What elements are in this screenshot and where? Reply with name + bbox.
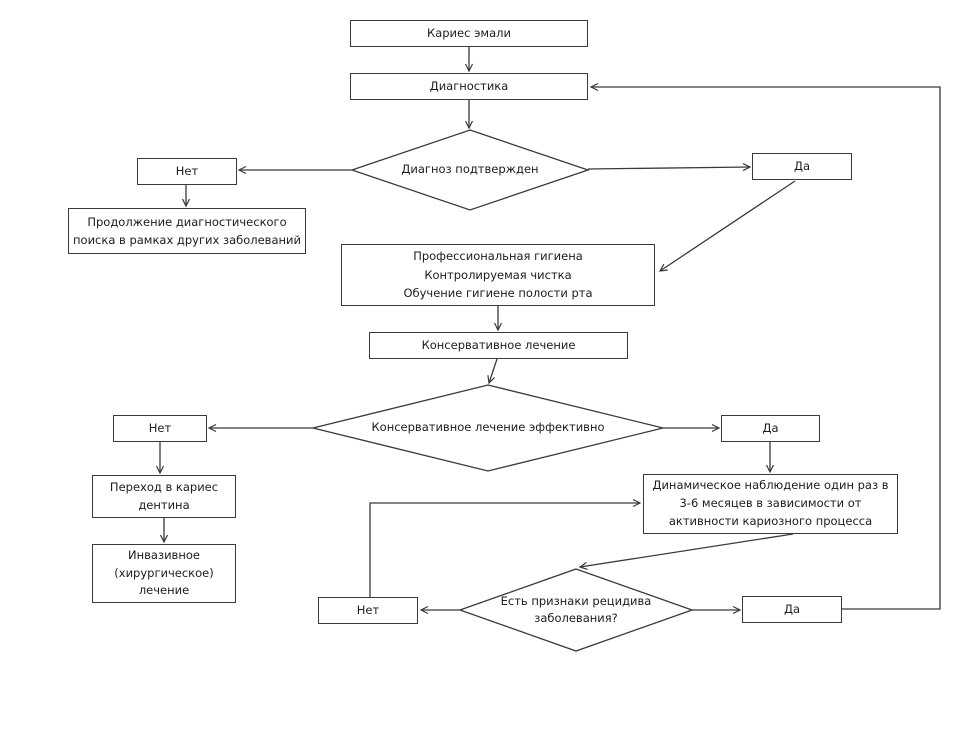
edge-observation-to-decision3 [578, 533, 794, 570]
decision-diagnosis-confirmed-shape [349, 129, 591, 211]
decision-relapse-signs-shape [458, 568, 694, 652]
node-no-3: Нет [318, 597, 418, 624]
node-caries-enamel: Кариес эмали [350, 20, 588, 47]
edge-conservative-to-decision2 [487, 358, 498, 385]
node-no-1: Нет [137, 158, 237, 185]
node-yes-2: Да [721, 415, 820, 442]
node-dentin-caries: Переход в кариес дентина [92, 475, 236, 518]
node-conservative-treatment: Консервативное лечение [369, 332, 628, 359]
node-no-2: Нет [113, 415, 207, 442]
edge-yes3-to-diagnostics [589, 82, 941, 610]
node-continue-diagnostic-search: Продолжение диагностического поиска в ра… [68, 208, 306, 254]
node-dynamic-observation: Динамическое наблюдение один раз в 3-6 м… [643, 474, 898, 534]
edge-no3-to-observation [369, 498, 642, 597]
node-hygiene: Профессиональная гигиена Контролируемая … [341, 244, 655, 306]
edge-yes1-to-hygiene [658, 180, 796, 272]
node-invasive-treatment: Инвазивное (хирургическое) лечение [92, 544, 236, 603]
node-yes-1: Да [752, 153, 852, 180]
node-yes-3: Да [742, 596, 842, 623]
decision-treatment-effective-shape [312, 384, 664, 472]
node-diagnostics: Диагностика [350, 73, 588, 100]
edge-decision1-to-yes1 [587, 163, 752, 172]
